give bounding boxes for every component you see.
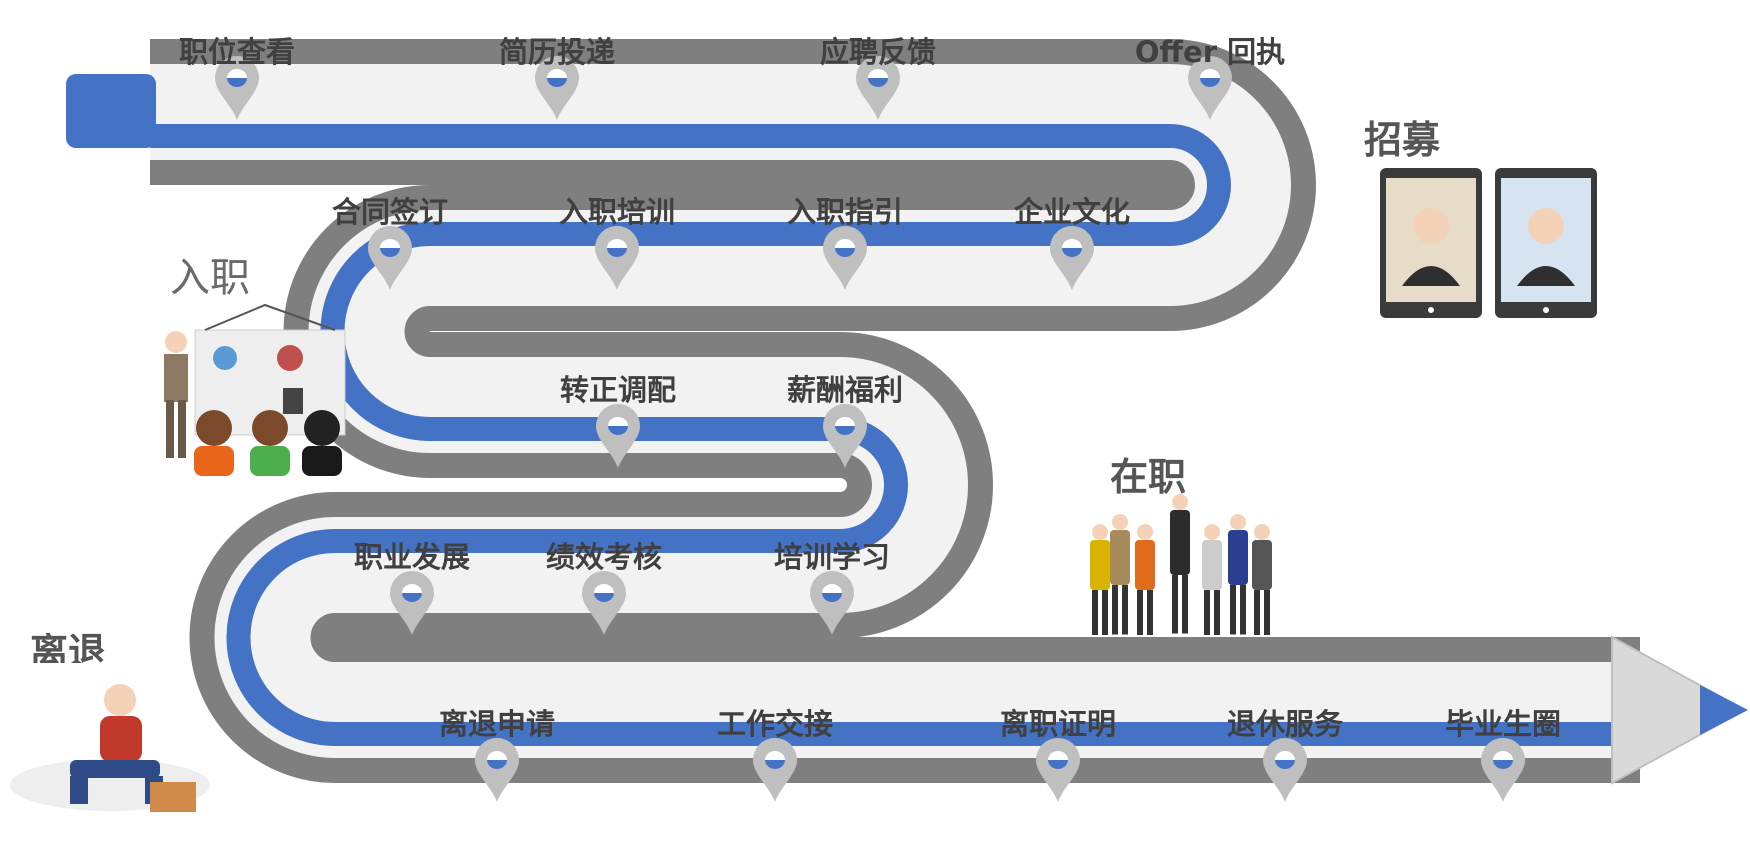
exit-illustration (10, 684, 210, 812)
step-label: 退休服务 (1226, 707, 1344, 741)
tablet-candidate-illustration (1495, 168, 1597, 318)
location-pin-icon (753, 738, 797, 802)
step-label: 入职培训 (558, 195, 676, 229)
step-label: 离退申请 (438, 707, 556, 741)
location-pin-icon (215, 56, 259, 120)
stage-exit-label: 离退 (30, 633, 107, 663)
step-label: 薪酬福利 (786, 373, 904, 407)
team-illustration (1090, 494, 1272, 635)
location-pin-icon (823, 226, 867, 290)
location-pin-icon (535, 56, 579, 120)
pencil-tip-wood (1611, 635, 1748, 785)
location-pin-icon (475, 738, 519, 802)
stage-recruit-label: 招募 (1364, 118, 1441, 162)
step-label: 入职指引 (786, 195, 904, 229)
step-label: 离职证明 (999, 707, 1117, 741)
step-label: 工作交接 (716, 707, 834, 741)
step-label: 培训学习 (773, 540, 891, 574)
onboarding-illustration (164, 303, 346, 476)
step-label: 绩效考核 (545, 540, 663, 574)
location-pin-icon (390, 571, 434, 635)
pencil-tip-lead (1700, 685, 1748, 735)
step-label: Offer 回执 (1134, 35, 1286, 69)
step-label: 职业发展 (353, 540, 471, 574)
location-pin-icon (810, 571, 854, 635)
pencil-eraser (66, 74, 156, 148)
location-pin-icon (1036, 738, 1080, 802)
tablet-interviewer-illustration (1380, 168, 1482, 318)
location-pin-icon (595, 226, 639, 290)
location-pin-icon (1263, 738, 1307, 802)
step-label: 合同签订 (331, 195, 449, 229)
stage-onboard-label: 入职 (170, 255, 250, 301)
step-label: 毕业生圈 (1444, 707, 1562, 741)
step-label: 企业文化 (1013, 195, 1131, 229)
location-pin-icon (1188, 56, 1232, 120)
location-pin-icon (1481, 738, 1525, 802)
step-label: 简历投递 (498, 35, 616, 69)
location-pin-icon (368, 226, 412, 290)
step-label: 转正调配 (559, 373, 677, 407)
stage-employed-label: 在职 (1110, 455, 1187, 499)
step-label: 职位查看 (178, 35, 296, 69)
location-pin-icon (596, 404, 640, 468)
location-pin-icon (856, 56, 900, 120)
location-pin-icon (582, 571, 626, 635)
location-pin-icon (1050, 226, 1094, 290)
step-label: 应聘反馈 (819, 35, 937, 69)
location-pin-icon (823, 404, 867, 468)
